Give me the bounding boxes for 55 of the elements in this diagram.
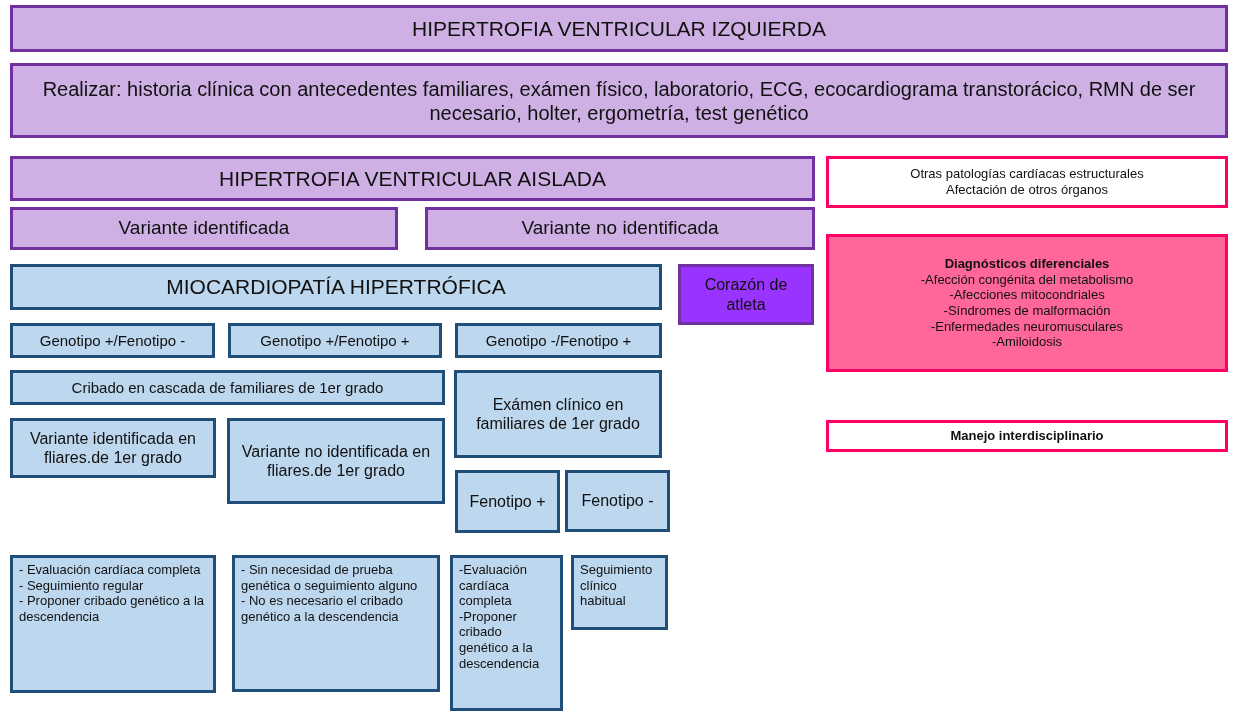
label-text: Otras patologías cardíacas estructurales (910, 166, 1144, 182)
label-text: Genotipo -/Fenotipo + (485, 331, 632, 350)
label-text: - Seguimiento regular (19, 577, 144, 594)
category-box (678, 264, 814, 325)
result-box (227, 418, 445, 504)
label-text: - Evaluación cardíaca completa (19, 562, 201, 578)
heading: Diagnósticos diferenciales (944, 256, 1110, 272)
label-text: -Proponer cribado genético a la descendencia (459, 608, 541, 672)
label-text: -Amiloidosis (991, 334, 1063, 350)
label-text: -Enfermedades neuromusculares (930, 318, 1124, 335)
label-text: -Afecciones mitocondriales (949, 287, 1105, 303)
label-text: Corazón de atleta (703, 275, 789, 314)
phenotype-box (455, 470, 560, 533)
title-box: HIPERTROFIA VENTRICULAR IZQUIERDA (10, 5, 1228, 52)
label-text: Genotipo +/Fenotipo - (39, 331, 186, 350)
label-text: Variante identificada (118, 217, 290, 240)
process-box (454, 370, 662, 458)
recommendation-box (450, 555, 563, 711)
label-text: Fenotipo + (469, 491, 546, 512)
result-box (10, 418, 216, 478)
label-text: Afectación de otros órganos (946, 182, 1108, 198)
label-text: MIOCARDIOPATÍA HIPERTRÓFICA (166, 274, 506, 300)
label-text: Realizar: historia clínica con antecedentes familiares, exámen físico, laboratorio, ECG, ecocardiograma transtorácico, RMN de ser necesario, holter, ergometría, test genético (41, 76, 1197, 125)
label-text: Variante identificada en fliares.de 1er grado (28, 428, 197, 468)
genotype-box (455, 323, 662, 358)
genotype-box (228, 323, 442, 358)
header-box (10, 264, 662, 310)
recommendation-box (571, 555, 668, 630)
label-text: - No es necesario el cribado genético a la descendencia (241, 593, 404, 625)
phenotype-box (565, 470, 670, 532)
label-text: -Evaluación cardíaca completa (459, 562, 528, 609)
label-text: HIPERTROFIA VENTRICULAR AISLADA (218, 165, 606, 192)
process-box (10, 370, 445, 405)
category-box (425, 207, 815, 250)
label-text: Variante no identificada (521, 217, 719, 240)
label-text: - Sin necesidad de prueba genética o seguimiento alguno (241, 562, 419, 594)
instruction-box (10, 63, 1228, 138)
label-text: - Proponer cribado genético a la descendencia (19, 593, 205, 625)
label-text: Fenotipo - (581, 491, 654, 511)
note-box (826, 420, 1228, 452)
genotype-box (10, 323, 215, 358)
label-text: -Síndromes de malformación (943, 303, 1111, 319)
label-text: Cribado en cascada de familiares de 1er grado (71, 378, 384, 397)
header-box (10, 156, 815, 201)
label-text: Exámen clínico en familiares de 1er grado (475, 394, 641, 434)
diagnosis-box (826, 234, 1228, 372)
category-box (10, 207, 398, 250)
label-text: Genotipo +/Fenotipo + (260, 331, 410, 350)
label-text: -Afección congénita del metabolismo (920, 271, 1134, 288)
recommendation-box (10, 555, 216, 693)
note-box (826, 156, 1228, 208)
label-text: Seguimiento clínico habitual (580, 562, 654, 609)
label-text: Variante no identificada en fliares.de 1er grado (240, 441, 432, 481)
recommendation-box (232, 555, 440, 692)
heading: Manejo interdisciplinario (950, 428, 1104, 444)
